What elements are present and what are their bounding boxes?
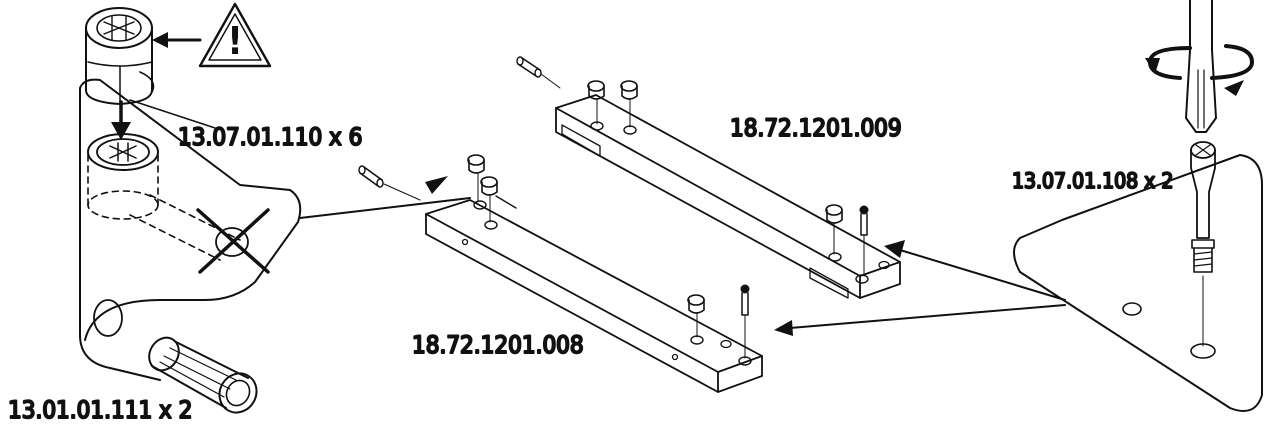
cam-lock-icon — [85, 7, 155, 105]
cam-lock-leader — [129, 99, 216, 129]
rotation-arrow-icon — [1145, 44, 1254, 96]
prohibited-cross-icon — [196, 208, 270, 274]
insert-arrow-icon — [111, 100, 131, 140]
warning-icon: ! — [198, 2, 272, 68]
cam-bolt-label: 13.07.01.108 x 2 — [1012, 169, 1173, 193]
dowel-icon — [148, 336, 258, 414]
link-arrow-left — [299, 197, 471, 219]
left-corner-panel — [79, 78, 302, 381]
right-triangle-panel — [1013, 154, 1263, 412]
cam-bolt-icon — [1190, 141, 1216, 273]
cam-lock-label: 13.07.01.110 x 6 — [178, 123, 362, 151]
link-arrows-right — [774, 240, 1066, 336]
warning-symbol: ! — [227, 19, 243, 63]
rail-bottom — [358, 154, 763, 393]
rail-top — [516, 56, 901, 299]
dowel-label: 13.01.01.111 x 2 — [8, 396, 192, 424]
rail-top-label: 18.72.1201.009 — [730, 114, 902, 142]
screwdriver-icon — [1185, 0, 1217, 133]
warning-pointer-arrow — [152, 32, 202, 48]
rail-bottom-label: 18.72.1201.008 — [412, 331, 584, 359]
